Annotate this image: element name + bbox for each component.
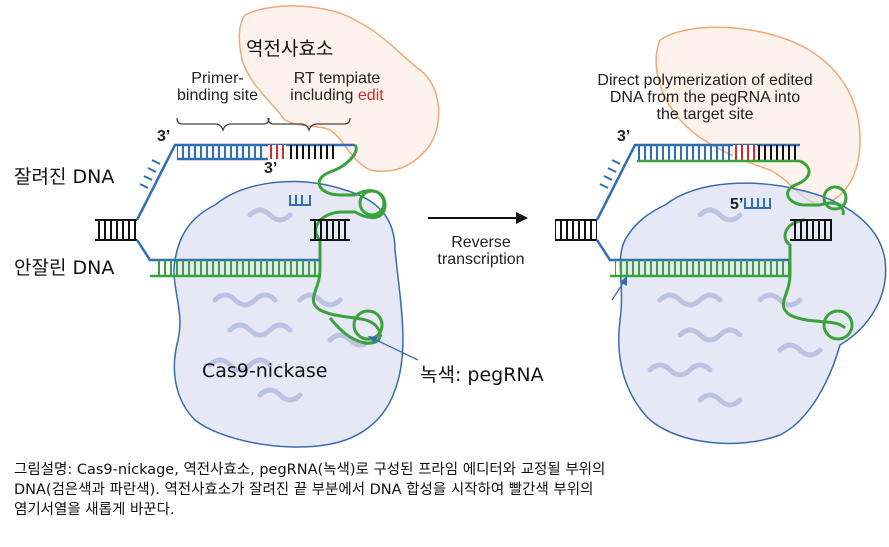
reverse-transcriptase-shape-right bbox=[655, 26, 861, 206]
three-prime-top-label: 3’ bbox=[157, 128, 171, 145]
synthesized-dna-ticks bbox=[637, 145, 733, 161]
rt-template-black-ticks bbox=[286, 145, 336, 159]
dna-right-end-right bbox=[790, 220, 832, 240]
pegrna-strand-left bbox=[311, 143, 387, 345]
direct-polymerization-label: Direct polymerization of edited DNA from… bbox=[597, 72, 813, 123]
pegrna-scaffold-loop-right bbox=[822, 309, 854, 341]
cas9-helix-texture-right bbox=[647, 207, 823, 408]
dna-left-end-right bbox=[555, 220, 597, 240]
edit-label: edit bbox=[357, 87, 384, 104]
reverse-transcription-label: Reverse transcription bbox=[437, 234, 525, 268]
pegrna-strand-right bbox=[781, 159, 847, 330]
dna-left-end-left bbox=[95, 220, 137, 240]
reverse-transcriptase-shape-left bbox=[238, 5, 440, 172]
pegrna-hairpin-loop-right bbox=[822, 185, 848, 211]
uncut-dna-label: 안잘린 DNA bbox=[14, 257, 115, 279]
reverse-transcriptase-label: 역전사효소 bbox=[246, 38, 334, 60]
pegrna-scaffold-loop-left bbox=[352, 309, 384, 341]
five-prime-right-label: 5’ bbox=[730, 196, 744, 213]
pegrna-hairpin-loop-left bbox=[358, 189, 386, 217]
three-prime-inner-label: 3’ bbox=[264, 160, 278, 177]
pegrna-legend-label: 녹색: pegRNA bbox=[420, 364, 544, 386]
cas9-helix-texture-left bbox=[207, 207, 373, 403]
rt-template-brace bbox=[267, 117, 351, 133]
primer-binding-brace bbox=[176, 117, 270, 133]
primer-binding-site-label: Primer- binding site bbox=[177, 70, 258, 104]
dna-right-end-left bbox=[310, 220, 350, 240]
cas9-protein-shape-left bbox=[173, 180, 404, 448]
cas9-nickase-label: Cas9-nickase bbox=[202, 360, 328, 382]
three-prime-right-label: 3’ bbox=[617, 128, 631, 145]
rt-template-label: RT tempiate including edit bbox=[290, 70, 384, 104]
pegrna-pointer-line bbox=[371, 337, 419, 361]
nicked-strand-ticks-left bbox=[139, 159, 161, 189]
figure-caption: 그림설명: Cas9-nickage, 역전사효소, pegRNA(녹색)로 구… bbox=[14, 462, 606, 518]
primer-binding-ticks bbox=[177, 145, 265, 159]
nicked-dna-label: 잘려진 DNA bbox=[14, 166, 115, 188]
